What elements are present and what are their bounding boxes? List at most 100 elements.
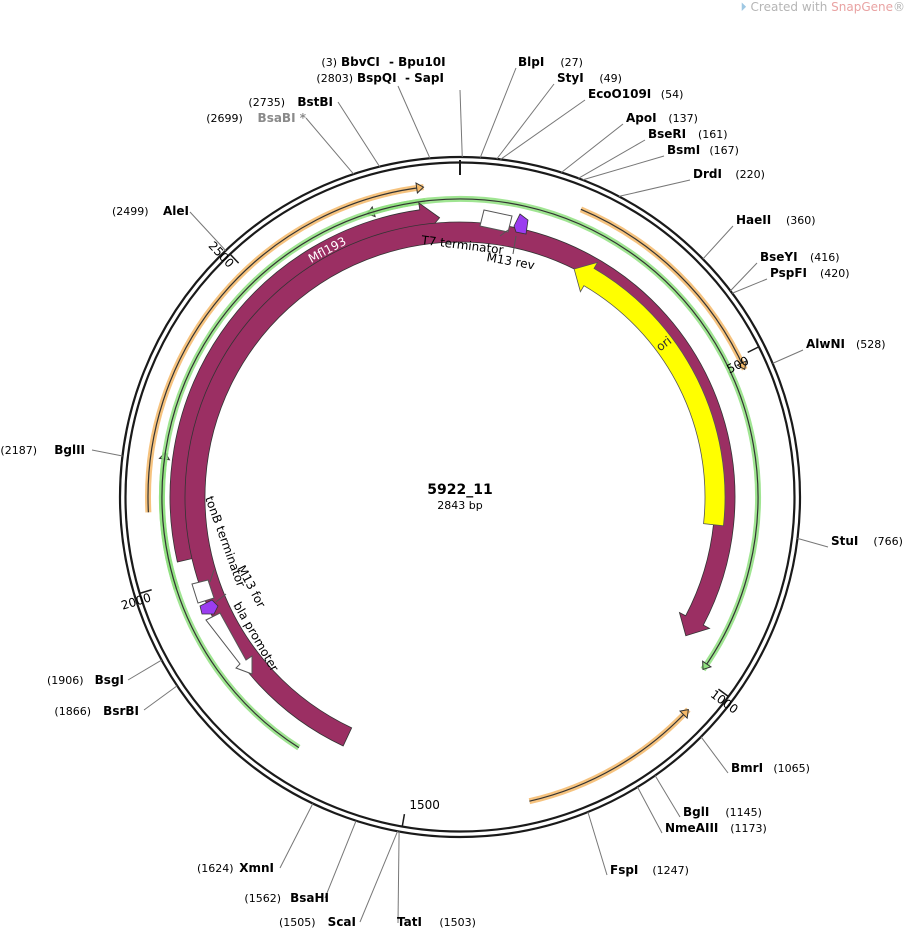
site-bgli-leader [654, 775, 681, 818]
site-bseri-leader [578, 139, 646, 179]
tick-500-mark [747, 346, 759, 354]
orange-arc-0-core [147, 186, 424, 513]
site-scai-leader [359, 831, 399, 923]
snapgene-leaf-icon: ⏵ [740, 0, 747, 14]
site-styi[interactable]: StyI(49) [496, 71, 622, 160]
green-arc-2 [159, 196, 761, 751]
primer-binding-arcs-green [158, 196, 761, 751]
feature-ori-arrow[interactable] [573, 261, 726, 527]
site-stui-position: (766) [873, 535, 903, 548]
site-fspi-name[interactable]: FspI [610, 863, 638, 877]
site-bsrbi-name[interactable]: BsrBI [103, 704, 139, 718]
site-nmeaiii[interactable]: NmeAIII(1173) [637, 786, 767, 835]
site-ecoo109i[interactable]: EcoO109I(54) [500, 87, 683, 160]
green-arc-2-core [161, 198, 759, 749]
site-blpi-name[interactable]: BlpI [518, 55, 544, 69]
backbone [118, 155, 802, 839]
site-xmni[interactable]: XmnI(1624) [197, 803, 314, 875]
site-bsahi-name[interactable]: BsaHI [290, 891, 329, 905]
site-bsabi-name[interactable]: BsaBI * [258, 111, 307, 125]
orange-arc-1-head [736, 360, 747, 371]
site-bseri-position: (161) [698, 128, 728, 141]
site-tati-position: (1503) [439, 916, 476, 929]
site-bstbi-position: (2735) [248, 96, 285, 109]
site-bbvci-extra[interactable]: - Bpu10I [389, 55, 446, 69]
site-ecoo109i-leader [500, 99, 586, 160]
site-bmri-leader [700, 736, 729, 774]
site-stui-name[interactable]: StuI [831, 534, 858, 548]
site-bspqi-extra[interactable]: - SapI [405, 71, 444, 85]
site-bgli-name[interactable]: BglI [683, 805, 709, 819]
site-nmeaiii-name[interactable]: NmeAIII [665, 821, 718, 835]
site-bbvci[interactable]: (3) BbvCI - Bpu10I [321, 55, 463, 158]
orange-arc-2-core [529, 709, 689, 802]
site-alei-name[interactable]: AleI [163, 204, 189, 218]
site-bmri-position: (1065) [773, 762, 810, 775]
site-stui[interactable]: StuI (766) [797, 534, 903, 548]
site-bsrbi[interactable]: BsrBI(1866) [54, 685, 178, 718]
site-bseri-name[interactable]: BseRI [648, 127, 686, 141]
site-pspfi[interactable]: PspFI (420) [731, 266, 850, 294]
site-tati[interactable]: TatI (1503) [397, 831, 476, 929]
site-xmni-name[interactable]: XmnI [239, 861, 274, 875]
site-bseyi[interactable]: BseYI(416) [730, 250, 840, 292]
site-bseri[interactable]: BseRI (161) [578, 127, 728, 179]
orange-arc-0 [145, 182, 425, 513]
site-drdi[interactable]: DrdI(220) [618, 167, 765, 197]
site-drdi-name[interactable]: DrdI [693, 167, 722, 181]
restriction-sites: (3)BbvCI- Bpu10I(2803)BspQI- SapIBstBI(2… [0, 55, 903, 929]
orange-arc-2-head [678, 709, 689, 720]
tick-1500-label: 1500 [409, 798, 440, 812]
site-bsmi[interactable]: BsmI(167) [582, 143, 739, 181]
site-pspfi-position: (420) [820, 267, 850, 280]
site-alei[interactable]: AleI(2499) [112, 204, 227, 251]
site-bspqi[interactable]: (2803)BspQI- SapI [316, 71, 444, 159]
orange-arc-0-head [415, 182, 425, 195]
site-bstbi-name[interactable]: BstBI [297, 95, 333, 109]
site-bsmi-name[interactable]: BsmI [667, 143, 700, 157]
tonb-terminator-leader [209, 569, 215, 583]
site-bbvci-position: (3) [321, 56, 337, 69]
site-ecoo109i-name[interactable]: EcoO109I [588, 87, 651, 101]
site-bsahi-position: (1562) [244, 892, 281, 905]
site-alwni-name[interactable]: AlwNI [806, 337, 845, 351]
site-nmeaiii-leader [637, 786, 663, 834]
site-bglii[interactable]: BglII(2187) [0, 443, 123, 457]
site-apoi-name[interactable]: ApoI [626, 111, 657, 125]
bla-promoter-arrow [205, 612, 253, 675]
site-blpi[interactable]: BlpI(27) [479, 55, 583, 158]
site-bseyi-name[interactable]: BseYI [760, 250, 798, 264]
site-alwni[interactable]: AlwNI(528) [772, 337, 886, 364]
site-bseyi-leader [730, 262, 758, 292]
site-styi-name[interactable]: StyI [557, 71, 584, 85]
site-bgli[interactable]: BglI(1145) [654, 775, 762, 819]
site-bsabi[interactable]: BsaBI *(2699) [206, 111, 354, 175]
feature-bla[interactable]: bla [184, 221, 736, 761]
site-bsgi[interactable]: BsgI(1906) [47, 659, 162, 687]
orange-arc-2-halo [528, 707, 691, 805]
site-scai[interactable]: ScaI(1505) [279, 831, 399, 929]
tick-500: 500 [724, 346, 759, 376]
site-fspi[interactable]: FspI (1247) [587, 811, 689, 877]
site-bstbi[interactable]: BstBI (2735) [248, 95, 381, 167]
site-bsgi-name[interactable]: BsgI [95, 673, 124, 687]
site-bglii-name[interactable]: BglII [54, 443, 85, 457]
site-tati-name[interactable]: TatI [397, 915, 422, 929]
feature-bla-arrow[interactable] [184, 221, 736, 747]
site-pspfi-name[interactable]: PspFI [770, 266, 807, 280]
site-fspi-position: (1247) [652, 864, 689, 877]
site-scai-name[interactable]: ScaI [328, 915, 356, 929]
orange-arc-1-core [580, 208, 746, 370]
site-haeii-name[interactable]: HaeII [736, 213, 771, 227]
site-bsahi[interactable]: BsaHI (1562) [244, 820, 357, 905]
feature-ori[interactable]: ori [573, 261, 726, 527]
site-haeii[interactable]: HaeII(360) [702, 213, 816, 260]
site-apoi[interactable]: ApoI(137) [561, 111, 698, 173]
site-bbvci-name[interactable]: BbvCI [341, 55, 380, 69]
t7-terminator-box [479, 209, 513, 233]
site-bmri-name[interactable]: BmrI [731, 761, 763, 775]
site-bspqi-name[interactable]: BspQI [357, 71, 397, 85]
tick-2000-label: 2000 [119, 590, 152, 612]
orange-arc-2 [528, 707, 691, 805]
site-bmri[interactable]: BmrI (1065) [700, 736, 810, 775]
